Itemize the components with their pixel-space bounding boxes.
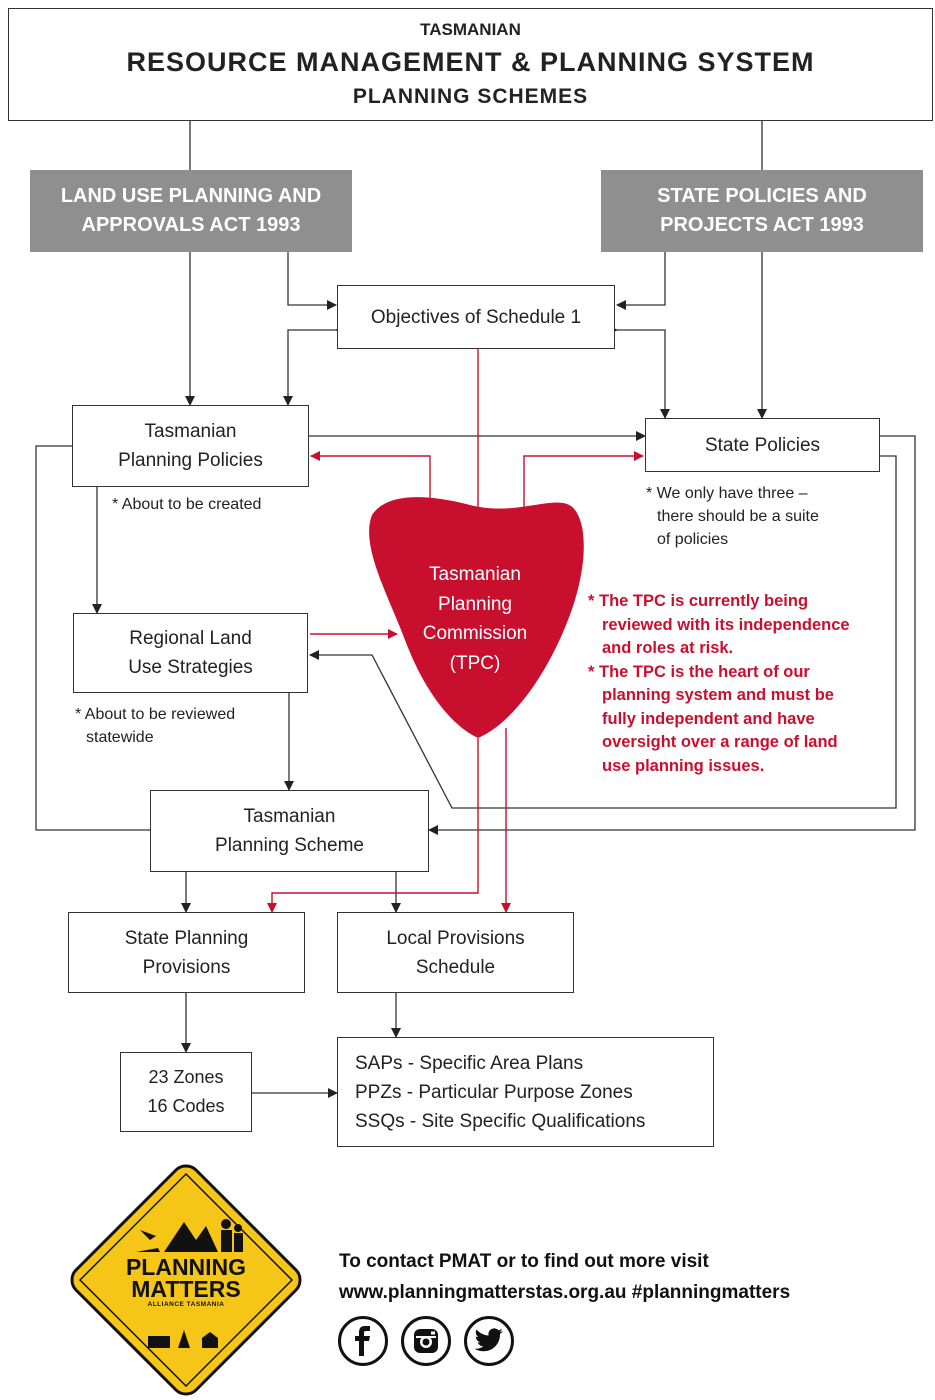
objectives-box: Objectives of Schedule 1: [337, 285, 615, 349]
regional-land-use-box: Regional Land Use Strategies: [73, 613, 308, 693]
header-title-box: TASMANIAN RESOURCE MANAGEMENT & PLANNING…: [8, 8, 933, 121]
tas-planning-policies-note: * About to be created: [112, 496, 262, 513]
logo-text: PLANNING MATTERS ALLIANCE TASMANIA: [100, 1256, 272, 1310]
contact-line-2[interactable]: www.planningmatterstas.org.au #planningm…: [339, 1282, 791, 1303]
saps-line-2: PPZs - Particular Purpose Zones: [355, 1081, 633, 1103]
zones-line-1: 23 Zones: [148, 1067, 224, 1087]
logo-line-2: MATTERS: [131, 1276, 241, 1302]
local-provisions-schedule-box: Local Provisions Schedule: [337, 912, 574, 993]
spp-line-2: Provisions: [142, 956, 231, 978]
tpc-shape: [369, 497, 584, 738]
state-policies-box: State Policies: [645, 418, 880, 472]
tas-planning-policies-line-2: Planning Policies: [118, 450, 263, 471]
saps-line-3: SSQs - Site Specific Qualifications: [355, 1110, 646, 1132]
scheme-line-2: Planning Scheme: [215, 835, 364, 856]
state-planning-provisions-box: State Planning Provisions: [68, 912, 305, 993]
logo-line-1: PLANNING: [125, 1254, 247, 1280]
contact-text: To contact PMAT or to find out more visi…: [339, 1246, 790, 1308]
sppa-box: STATE POLICIES AND PROJECTS ACT 1993: [601, 170, 923, 252]
instagram-icon[interactable]: [401, 1316, 451, 1366]
lupaa-line-1: LAND USE PLANNING AND: [60, 185, 322, 207]
contact-line-1: To contact PMAT or to find out more visi…: [339, 1251, 709, 1272]
facebook-icon[interactable]: [338, 1316, 388, 1366]
saps-box: SAPs - Specific Area Plans PPZs - Partic…: [337, 1037, 714, 1147]
lps-line-2: Schedule: [415, 956, 496, 978]
regional-line-1: Regional Land: [129, 628, 252, 649]
regional-line-2: Use Strategies: [128, 657, 253, 678]
objectives-label: Objectives of Schedule 1: [370, 306, 582, 328]
sppa-line-2: PROJECTS ACT 1993: [660, 214, 864, 236]
tas-planning-policies-line-1: Tasmanian: [144, 421, 237, 442]
header-line-3: PLANNING SCHEMES: [352, 84, 589, 108]
logo-line-3: ALLIANCE TASMANIA: [147, 1301, 225, 1308]
zones-codes-box: 23 Zones 16 Codes: [120, 1052, 252, 1132]
state-policies-label: State Policies: [704, 434, 821, 456]
tpc-note: * The TPC is currently being reviewed wi…: [588, 592, 850, 775]
regional-note: * About to be reviewed statewide: [75, 706, 236, 746]
zones-line-2: 16 Codes: [147, 1096, 225, 1116]
lupaa-line-2: APPROVALS ACT 1993: [81, 214, 301, 236]
tpc-label: Tasmanian Planning Commission (TPC): [422, 564, 528, 674]
header-line-2: RESOURCE MANAGEMENT & PLANNING SYSTEM: [126, 46, 815, 77]
tas-planning-scheme-box: Tasmanian Planning Scheme: [150, 790, 429, 872]
state-policies-note: * We only have three – there should be a…: [646, 485, 819, 548]
sppa-line-1: STATE POLICIES AND: [657, 185, 867, 207]
lps-line-1: Local Provisions: [386, 927, 525, 949]
twitter-icon[interactable]: [464, 1316, 514, 1366]
saps-line-1: SAPs - Specific Area Plans: [355, 1052, 584, 1074]
header-line-1: TASMANIAN: [420, 19, 521, 39]
tas-planning-policies-box: Tasmanian Planning Policies: [72, 405, 309, 487]
scheme-line-1: Tasmanian: [243, 806, 336, 827]
lupaa-box: LAND USE PLANNING AND APPROVALS ACT 1993: [30, 170, 352, 252]
spp-line-1: State Planning: [124, 927, 249, 949]
